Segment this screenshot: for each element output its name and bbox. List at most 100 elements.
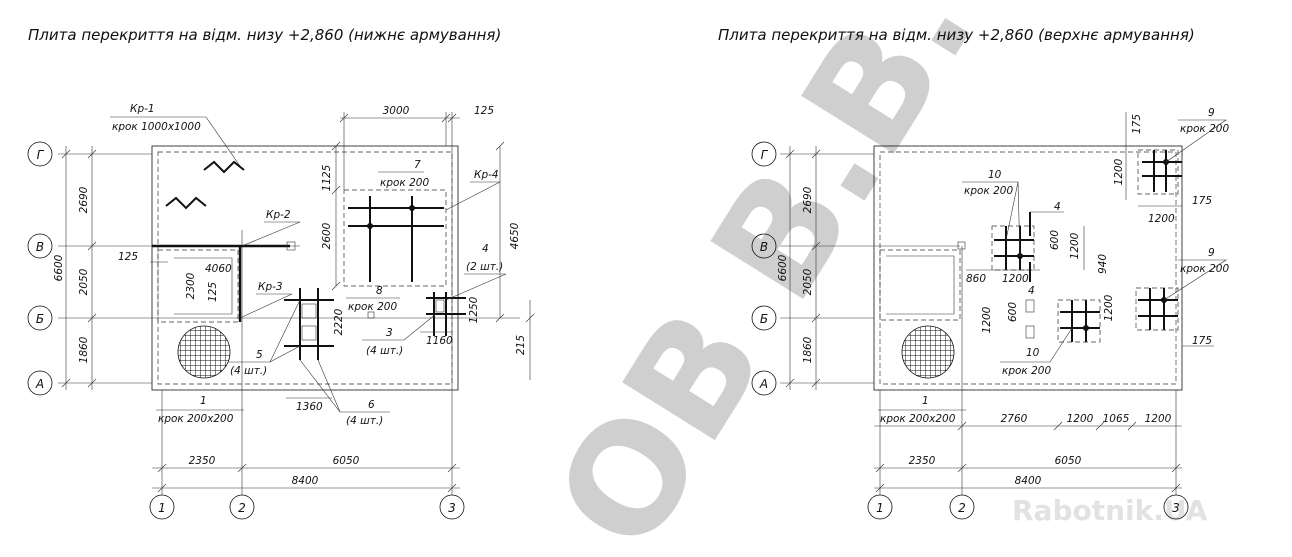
svg-text:175: 175	[1192, 335, 1212, 347]
svg-text:6600: 6600	[777, 254, 789, 281]
svg-text:175: 175	[1131, 114, 1143, 134]
kr1-mesh-mark	[203, 160, 245, 174]
svg-text:2050: 2050	[802, 268, 814, 295]
svg-text:крок 200: крок 200	[1002, 365, 1051, 377]
svg-text:10: 10	[988, 169, 1002, 181]
label-1-step: крок 200х200	[158, 413, 234, 425]
svg-text:8400: 8400	[1015, 475, 1042, 487]
dim-1125: 1125	[321, 164, 333, 191]
slab-outline	[151, 145, 459, 391]
dim-1860: 1860	[78, 336, 90, 363]
dim-1360: 1360	[296, 401, 323, 413]
label-4: 4	[482, 243, 489, 255]
svg-text:600: 600	[1049, 230, 1061, 250]
dim-1160: 1160	[426, 335, 453, 347]
dim-2050: 2050	[78, 268, 90, 295]
svg-text:2690: 2690	[802, 186, 814, 213]
axis-marker-v: В	[27, 233, 53, 259]
svg-text:В: В	[760, 240, 768, 254]
svg-text:Г: Г	[761, 148, 769, 162]
svg-text:600: 600	[1007, 302, 1019, 322]
watermark-text: ОВ В.В.	[523, 0, 1008, 557]
svg-text:3: 3	[448, 501, 456, 515]
svg-text:1200: 1200	[1145, 413, 1172, 425]
watermark: ОВ В.В. Rabotnik.UA	[523, 0, 1208, 557]
svg-text:1200: 1200	[1148, 213, 1175, 225]
axis-marker-3: 3	[439, 494, 465, 520]
label-kr2: Кр-2	[266, 209, 291, 221]
dim-125-a: 125	[118, 251, 138, 263]
axis-marker-b: Б	[27, 305, 53, 331]
right-plan: Г В Б А 1 2 3 2690 2050 1860 6600 2760 1…	[751, 107, 1229, 520]
svg-text:А: А	[759, 377, 768, 391]
svg-text:4: 4	[1028, 285, 1035, 297]
svg-text:1065: 1065	[1103, 413, 1130, 425]
svg-text:крок 200: крок 200	[1180, 123, 1229, 135]
dim-1250: 1250	[468, 296, 480, 323]
label-4-qty: (2 шт.)	[466, 261, 503, 273]
hole-mesh-left	[177, 325, 231, 379]
label-8-step: крок 200	[348, 301, 397, 313]
label-3: 3	[386, 327, 393, 339]
svg-text:2760: 2760	[1001, 413, 1028, 425]
hole-mesh-right	[901, 325, 955, 379]
watermark-site: Rabotnik.UA	[1012, 494, 1208, 527]
svg-text:Б: Б	[36, 312, 44, 326]
dim-6600: 6600	[53, 254, 65, 281]
svg-text:1860: 1860	[802, 336, 814, 363]
dim-215: 215	[515, 335, 527, 355]
svg-text:Б: Б	[760, 312, 768, 326]
svg-text:1: 1	[922, 395, 929, 407]
svg-text:А: А	[35, 377, 44, 391]
dim-2300: 2300	[185, 272, 197, 299]
svg-text:1200: 1200	[981, 306, 993, 333]
svg-text:крок 200: крок 200	[1180, 263, 1229, 275]
label-kr1: Кр-1	[130, 103, 155, 115]
axis-marker-a: А	[27, 370, 53, 396]
dim-125-b: 125	[207, 282, 219, 302]
svg-text:Г: Г	[37, 148, 45, 162]
svg-text:крок 200х200: крок 200х200	[880, 413, 956, 425]
label-1: 1	[200, 395, 207, 407]
dim-2350: 2350	[189, 455, 216, 467]
svg-text:1200: 1200	[1069, 232, 1081, 259]
dim-125-top: 125	[474, 105, 494, 117]
label-6-qty: (4 шт.)	[346, 415, 383, 427]
svg-text:1200: 1200	[1067, 413, 1094, 425]
dim-4060: 4060	[205, 263, 232, 275]
svg-text:9: 9	[1208, 247, 1215, 259]
left-plan: Г В Б А 1 2 3 2690 2050 1860 6600 2350 6…	[27, 103, 535, 520]
svg-text:940: 940	[1097, 254, 1109, 274]
svg-text:1: 1	[876, 501, 884, 515]
label-7: 7	[414, 159, 421, 171]
svg-text:9: 9	[1208, 107, 1215, 119]
svg-text:1200: 1200	[1113, 158, 1125, 185]
label-kr1-step: крок 1000х1000	[112, 121, 201, 133]
dim-2600: 2600	[321, 222, 333, 249]
dim-6050: 6050	[333, 455, 360, 467]
dim-2690: 2690	[78, 186, 90, 213]
zone-7-8	[343, 189, 447, 287]
svg-text:1: 1	[158, 501, 166, 515]
svg-text:В: В	[36, 240, 44, 254]
svg-text:4: 4	[1054, 201, 1061, 213]
svg-text:175: 175	[1192, 195, 1212, 207]
svg-text:2: 2	[238, 501, 246, 515]
label-7-step: крок 200	[380, 177, 429, 189]
dim-4650: 4650	[509, 222, 521, 249]
label-6: 6	[368, 399, 375, 411]
svg-text:1200: 1200	[1103, 294, 1115, 321]
label-5: 5	[256, 349, 263, 361]
svg-text:10: 10	[1026, 347, 1040, 359]
label-3-qty: (4 шт.)	[366, 345, 403, 357]
svg-text:6050: 6050	[1055, 455, 1082, 467]
title-right: Плита перекриття на відм. низу +2,860 (в…	[718, 26, 1195, 44]
svg-text:2350: 2350	[909, 455, 936, 467]
dim-3000: 3000	[383, 105, 410, 117]
label-kr4: Кр-4	[474, 169, 499, 181]
svg-text:1200: 1200	[1002, 273, 1029, 285]
opening	[157, 249, 239, 323]
axis-marker-1: 1	[149, 494, 175, 520]
label-5-qty: (4 шт.)	[230, 365, 267, 377]
